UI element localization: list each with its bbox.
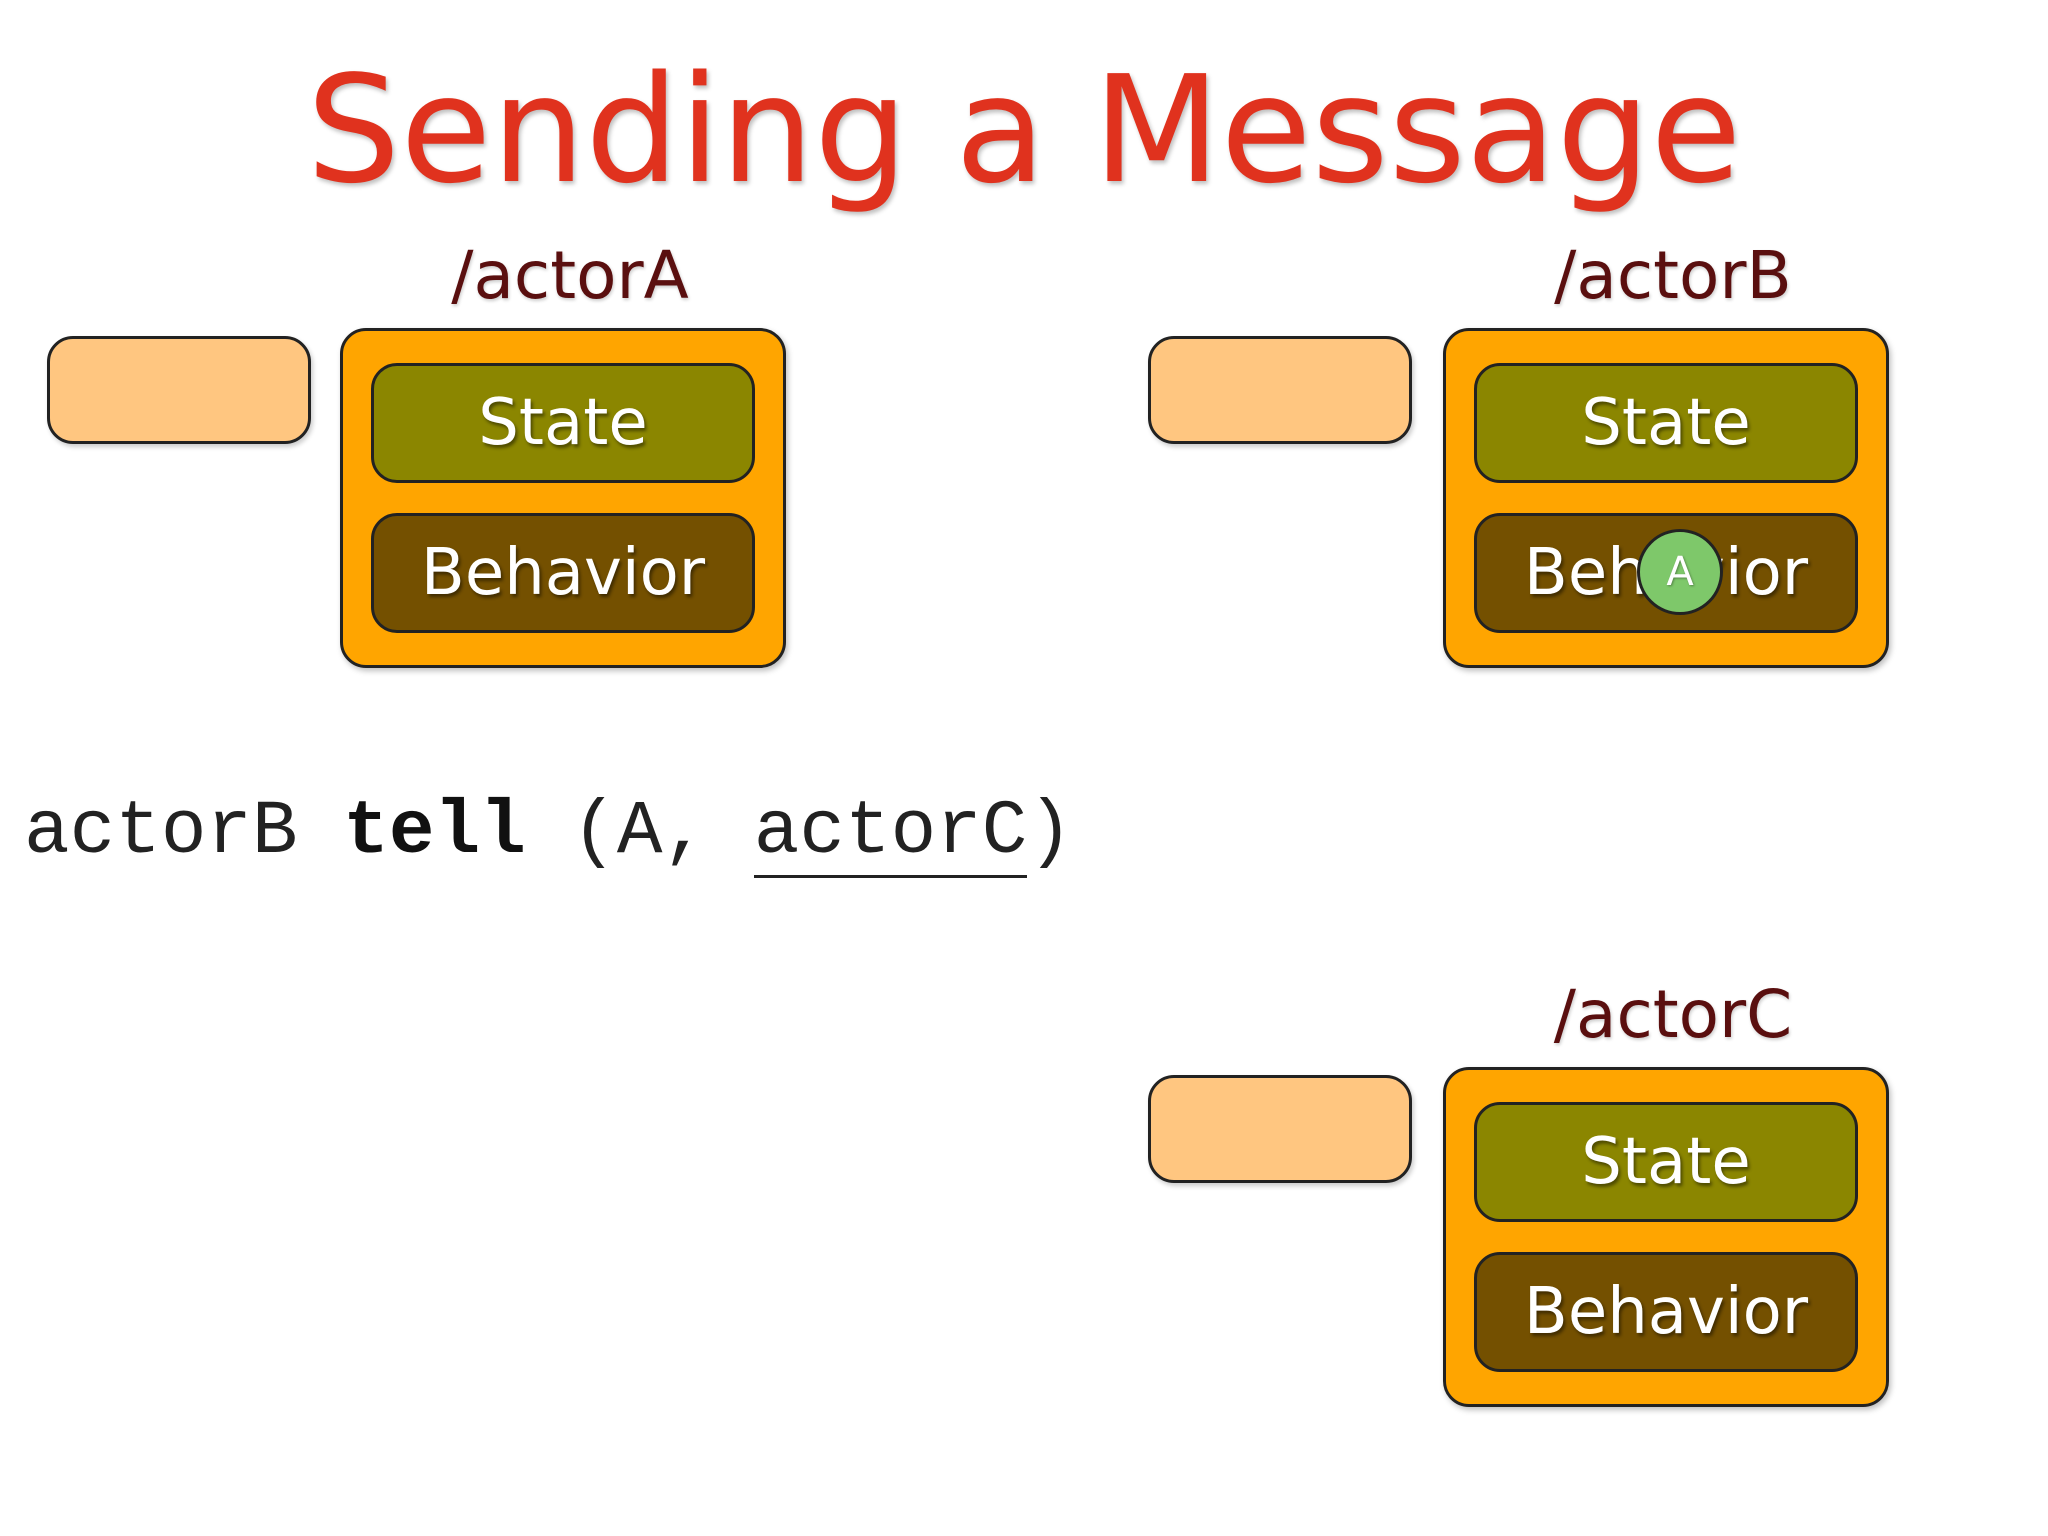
code-method: tell [343,789,526,875]
slide-title: Sending a Message [306,44,1742,216]
actor-c-behavior: Behavior [1474,1252,1858,1372]
actor-b: State Behavior [1443,328,1889,668]
actor-b-state: State [1474,363,1858,483]
actor-c-state: State [1474,1102,1858,1222]
code-close: ) [1027,789,1074,875]
actor-a-behavior: Behavior [371,513,755,633]
actor-a-mailbox [47,336,311,444]
code-target: actorB [24,789,298,875]
code-line: actorB tell (A, actorC) [24,782,1073,882]
actor-c-label: /actorC [1553,976,1793,1053]
actor-a: State Behavior [340,328,786,668]
actor-b-label: /actorB [1554,237,1792,314]
message-a-bubble: A [1637,529,1723,615]
actor-a-state: State [371,363,755,483]
code-arg-actor: actorC [753,789,1028,878]
code-open: (A, [571,789,709,875]
actor-b-mailbox [1148,336,1412,444]
actor-a-label: /actorA [451,237,689,314]
actor-c-mailbox [1148,1075,1412,1183]
actor-c: State Behavior [1443,1067,1889,1407]
